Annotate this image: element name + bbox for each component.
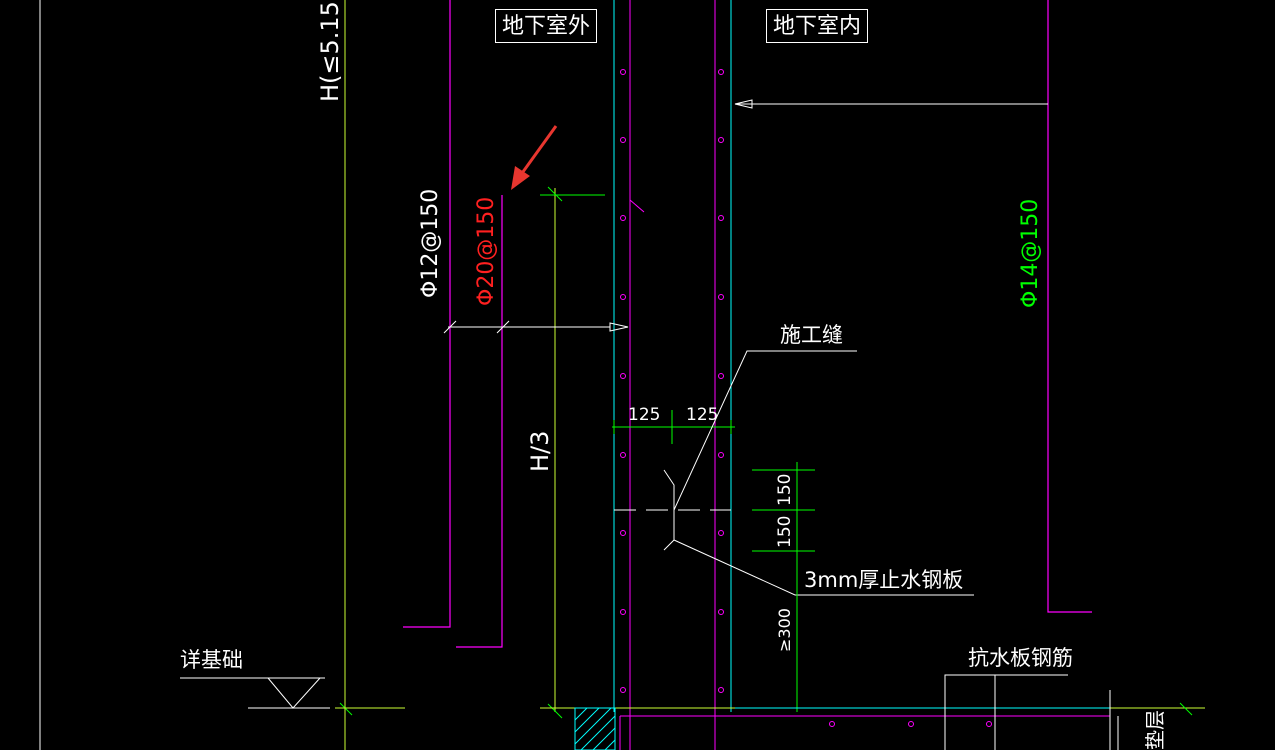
dim-125-right-label: 125 [686,405,719,425]
edge-text-label: 垫层 [1143,710,1167,750]
waterstop-leader [673,539,974,596]
rebar-12-label: Φ12@150 [418,188,443,298]
hatched-foundation [574,707,616,750]
height-label: H(≤5.15m [316,0,344,102]
rebar-20-label: Φ20@150 [474,196,499,306]
h-third-label: H/3 [526,430,554,472]
waterstop-label: 3mm厚止水钢板 [804,568,964,592]
construction-joint-leader [673,350,857,511]
red-arrow-annotation [511,125,558,190]
outside-label: 地下室外 [495,9,598,43]
anti-float-rebar-label: 抗水板钢筋 [968,646,1073,670]
construction-joint-label: 施工缝 [780,323,843,347]
rebar-14-label: Φ14@150 [1018,198,1043,308]
dim-300-label: ≥300 [775,608,794,652]
inner-wall-rebar-right [1047,0,1092,613]
dim-150-top-label: 150 [775,473,795,506]
rebar-dots [620,69,992,727]
dim-125-left-label: 125 [628,405,661,425]
dim-150-bottom-label: 150 [775,515,795,548]
inside-label: 地下室内 [766,9,869,43]
foundation-note-label: 详基础 [180,648,243,672]
phi20-rebar [456,195,503,648]
outer-wall-rebar [403,0,451,628]
anti-float-leader [944,674,1068,750]
